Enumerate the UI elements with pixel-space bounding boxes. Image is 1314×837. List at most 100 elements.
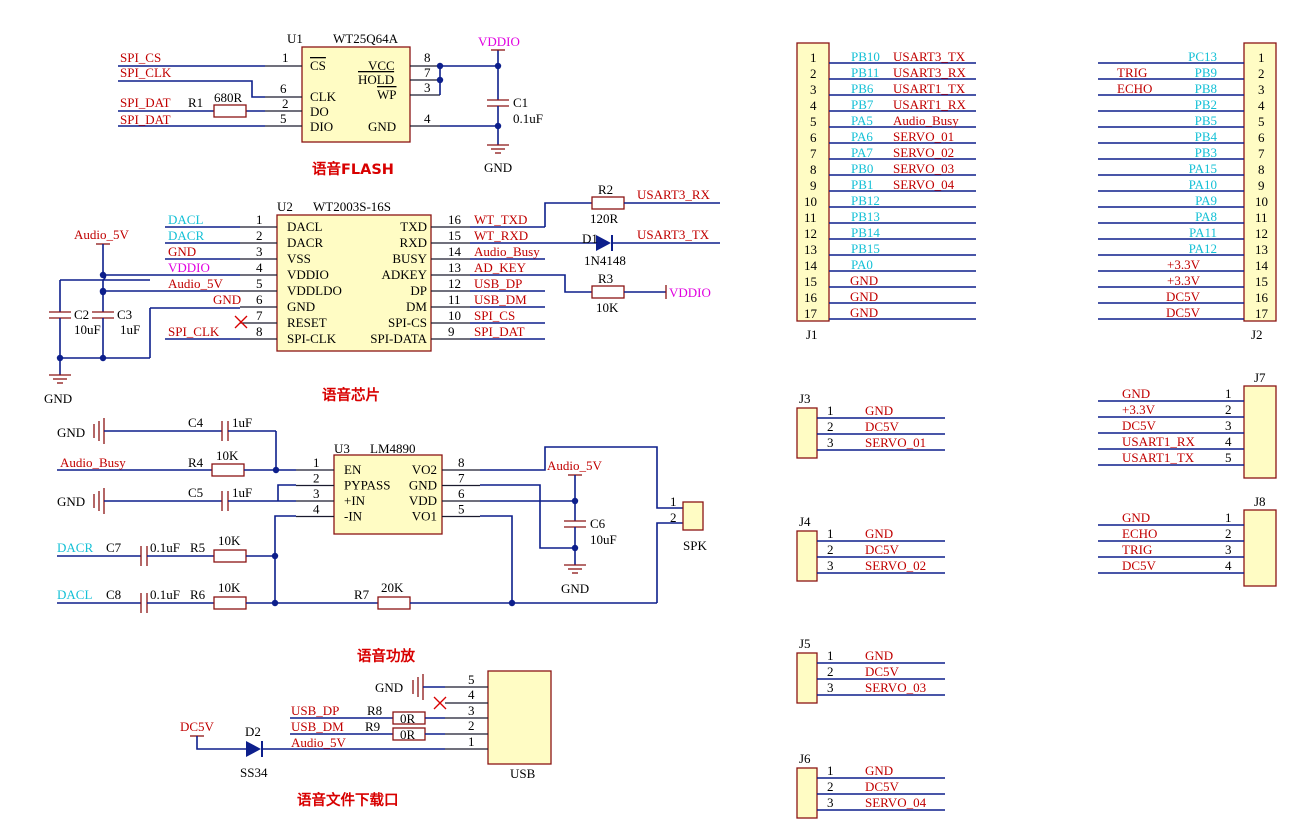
r3-value: 10K	[596, 300, 619, 315]
j3-pin-num: 1	[827, 403, 834, 418]
r1-resistor[interactable]	[213, 104, 247, 118]
u3-pin-name: PYPASS	[344, 478, 391, 493]
r6-resistor[interactable]	[213, 596, 247, 610]
j2-pin-num: 3	[1258, 82, 1265, 97]
r7-value: 20K	[381, 580, 404, 595]
net-label: GND	[1122, 386, 1150, 401]
j2-pin-num: 7	[1258, 146, 1265, 161]
net-label: DACR	[57, 540, 93, 555]
u2-pin-name: SPI-CLK	[287, 331, 337, 346]
u2-pin-num: 6	[256, 292, 263, 307]
j5-pin-num: 1	[827, 648, 834, 663]
net-label: USART1_TX	[893, 81, 966, 96]
u2-pin-num: 2	[256, 228, 263, 243]
c6-value: 10uF	[590, 532, 617, 547]
j4-connector[interactable]	[796, 530, 818, 582]
u2-pin-name: SPI-DATA	[370, 331, 427, 346]
j1-port-label: PB12	[851, 193, 880, 208]
j1-pin-num: 1	[810, 50, 817, 65]
net-label: GND	[213, 292, 241, 307]
c6-ref: C6	[590, 516, 606, 531]
gnd-label: GND	[44, 391, 72, 406]
audio5v-label: Audio_5V	[547, 458, 603, 473]
j2-port-label: PB2	[1195, 97, 1217, 112]
c5-value: 1uF	[232, 485, 252, 500]
j2-port-label: PB9	[1195, 65, 1217, 80]
u1-body[interactable]	[301, 46, 411, 143]
u2-pin-num: 7	[256, 308, 263, 323]
j3-connector[interactable]	[796, 407, 818, 459]
u1-pin-name: VCC	[368, 58, 395, 73]
j2-port-label: PB3	[1195, 145, 1217, 160]
usb-pin: 3	[468, 703, 475, 718]
r4-value: 10K	[216, 448, 239, 463]
r8-ref: R8	[367, 703, 382, 718]
j2-pin-num: 1	[1258, 50, 1265, 65]
r4-ref: R4	[188, 455, 204, 470]
net-label: USART3_RX	[893, 65, 967, 80]
j2-pin-num: 2	[1258, 66, 1265, 81]
r3-resistor[interactable]	[591, 285, 625, 299]
r5-ref: R5	[190, 540, 205, 555]
j1-connector[interactable]	[796, 42, 830, 322]
spk-pin: 2	[670, 510, 677, 525]
u1-pin-num: 2	[282, 96, 289, 111]
u2-pin-name: VSS	[287, 251, 311, 266]
net-label: DC5V	[865, 779, 900, 794]
u1-pin-num: 7	[424, 65, 431, 80]
c1-ref: C1	[513, 95, 528, 110]
section-title-amp: 语音功放	[357, 647, 415, 665]
c3-ref: C3	[117, 307, 132, 322]
u3-pin-num: 5	[458, 502, 465, 517]
j4-pin-num: 1	[827, 526, 834, 541]
j2-pin-num: 12	[1255, 226, 1268, 241]
r7-resistor[interactable]	[377, 596, 411, 610]
c1-value: 0.1uF	[513, 111, 543, 126]
u3-pin-name: VO1	[412, 509, 437, 524]
j1-ref: J1	[806, 327, 818, 342]
usb-pin: 1	[468, 734, 475, 749]
r4-resistor[interactable]	[211, 463, 245, 477]
net-label: DC5V	[865, 664, 900, 679]
j1-port-label: PB6	[851, 81, 874, 96]
u3-pin-num: 1	[313, 455, 320, 470]
j5-pin-num: 2	[827, 664, 834, 679]
j6-connector[interactable]	[796, 767, 818, 819]
net-label: WT_TXD	[474, 212, 527, 227]
net-label: DC5V	[1166, 289, 1201, 304]
spk-connector[interactable]	[682, 501, 704, 531]
u3-body[interactable]	[333, 454, 443, 535]
net-label: SERVO_01	[865, 435, 926, 450]
net-label: Audio_Busy	[893, 113, 959, 128]
j1-pin-num: 8	[810, 162, 817, 177]
net-label: USB_DP	[291, 703, 339, 718]
d1-value: 1N4148	[584, 253, 626, 268]
gnd-label: GND	[57, 494, 85, 509]
usb-connector[interactable]	[487, 670, 552, 765]
u2-body[interactable]	[276, 214, 432, 352]
net-label: SPI_DAT	[474, 324, 525, 339]
j2-pin-num: 17	[1255, 306, 1269, 321]
c5-ref: C5	[188, 485, 203, 500]
j7-connector[interactable]	[1243, 385, 1277, 479]
r2-resistor[interactable]	[591, 196, 625, 210]
u2-pin-num: 5	[256, 276, 263, 291]
j5-connector[interactable]	[796, 652, 818, 704]
j8-connector[interactable]	[1243, 509, 1277, 587]
r5-resistor[interactable]	[213, 549, 247, 563]
j2-port-label: PA12	[1189, 241, 1217, 256]
c4-value: 1uF	[232, 415, 252, 430]
r6-ref: R6	[190, 587, 206, 602]
net-label: +3.3V	[1122, 402, 1156, 417]
net-label: SPI_CS	[474, 308, 515, 323]
c7-ref: C7	[106, 540, 122, 555]
u3-pin-num: 2	[313, 471, 320, 486]
net-label: GND	[850, 289, 878, 304]
u3-pin-num: 6	[458, 486, 465, 501]
j2-connector[interactable]	[1243, 42, 1277, 322]
j1-pin-num: 2	[810, 66, 817, 81]
net-label: VDDIO	[669, 285, 711, 300]
r1-ref: R1	[188, 95, 203, 110]
